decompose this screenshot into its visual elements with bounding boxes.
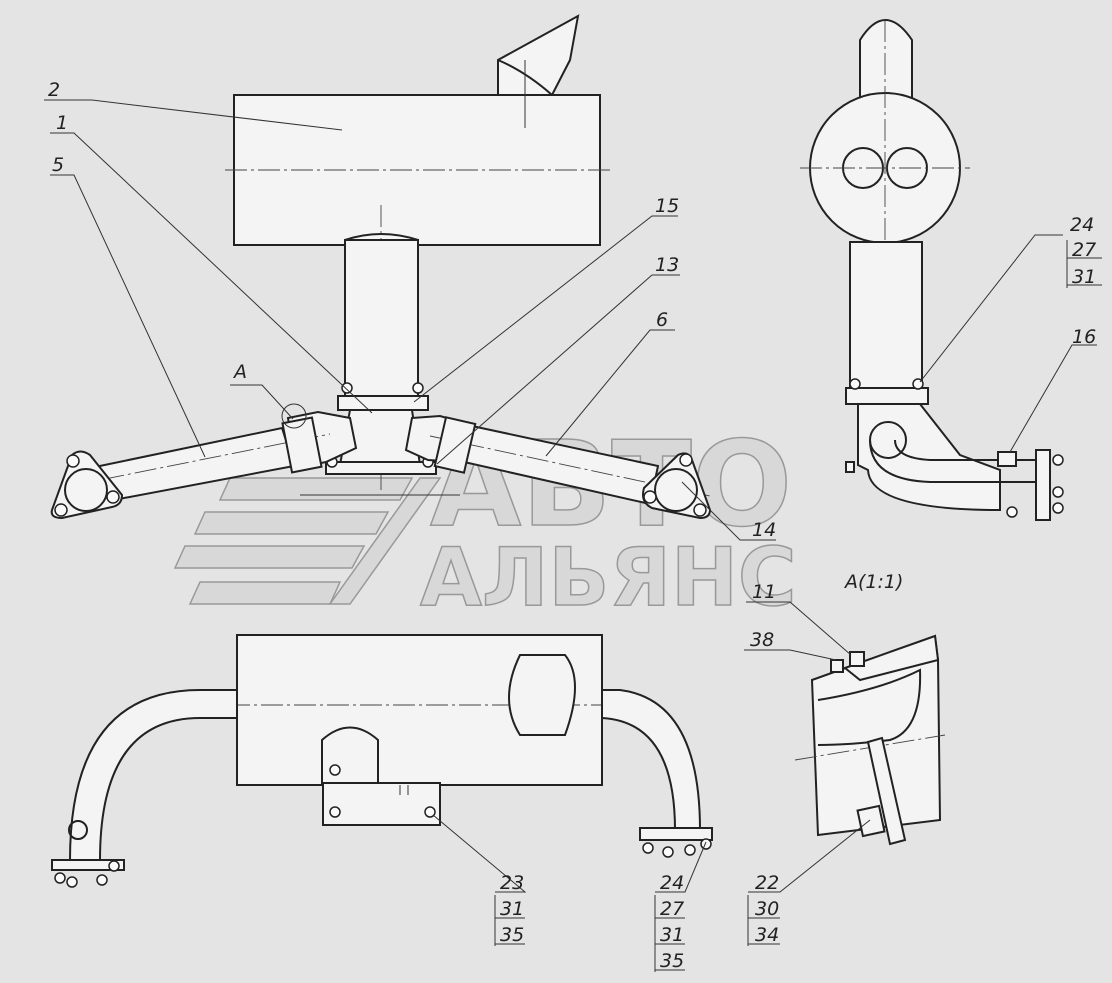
side-outlet-pipe (859, 19, 913, 101)
stack-item: 34 (755, 924, 779, 946)
label-view-a: A (232, 361, 247, 383)
label-15: 15 (655, 195, 679, 217)
label-2: 2 (48, 79, 60, 101)
label-38: 38 (750, 629, 774, 651)
stack-item: 31 (500, 898, 524, 920)
front-view (50, 14, 712, 520)
detail-a (794, 634, 946, 846)
stack-item: 27 (660, 898, 684, 920)
stack-item: 24 (660, 872, 684, 894)
stack-item: 35 (660, 950, 684, 972)
label-5: 5 (52, 154, 64, 176)
stack-24-27-31-right: 24 27 31 (1070, 214, 1096, 288)
inlet-pipe (344, 239, 419, 401)
right-triangle-flange (642, 452, 712, 520)
right-arch-pipe (601, 689, 702, 831)
mounting-plate (322, 782, 441, 826)
plan-view (51, 634, 713, 888)
outlet-spout (497, 14, 580, 128)
stack-rules (494, 240, 1102, 972)
stack-23-31-35: 23 31 35 (500, 872, 524, 946)
stack-item: 35 (500, 924, 524, 946)
label-13: 13 (655, 254, 679, 276)
label-6: 6 (656, 309, 668, 331)
stack-item: 24 (1070, 214, 1094, 236)
pipe-flange (337, 395, 429, 411)
watermark-line2: АЛЬЯНС (420, 531, 797, 624)
side-flange (1035, 449, 1051, 521)
label-1: 1 (56, 112, 68, 134)
stack-item: 31 (1072, 266, 1096, 288)
stack-item: 31 (660, 924, 684, 946)
side-bracket (857, 403, 1001, 512)
right-clamp (433, 416, 477, 474)
side-view (800, 19, 1064, 521)
plan-outlet (508, 654, 576, 736)
leader-lines (44, 99, 1097, 893)
side-vertical-pipe (849, 241, 923, 391)
label-view-a-scale: A(1:1) (843, 571, 903, 593)
left-clamp (281, 416, 323, 474)
stack-item: 23 (500, 872, 524, 894)
stack-item: 22 (755, 872, 779, 894)
stack-item: 27 (1072, 239, 1096, 261)
stack-item: 30 (755, 898, 779, 920)
detail-bolt-shank (866, 736, 907, 846)
left-arch-pipe (68, 689, 238, 861)
stack-24-27-31-35: 24 27 31 35 (660, 872, 684, 972)
label-14: 14 (752, 519, 776, 541)
label-16: 16 (1072, 326, 1096, 348)
watermark-logo-icon (173, 477, 442, 605)
left-triangle-flange (50, 450, 124, 520)
stack-22-30-34: 22 30 34 (755, 872, 779, 946)
part-labels: 2 1 5 15 13 6 A 14 A(1:1) 11 38 16 24 27… (48, 79, 1096, 972)
label-11: 11 (752, 581, 776, 603)
